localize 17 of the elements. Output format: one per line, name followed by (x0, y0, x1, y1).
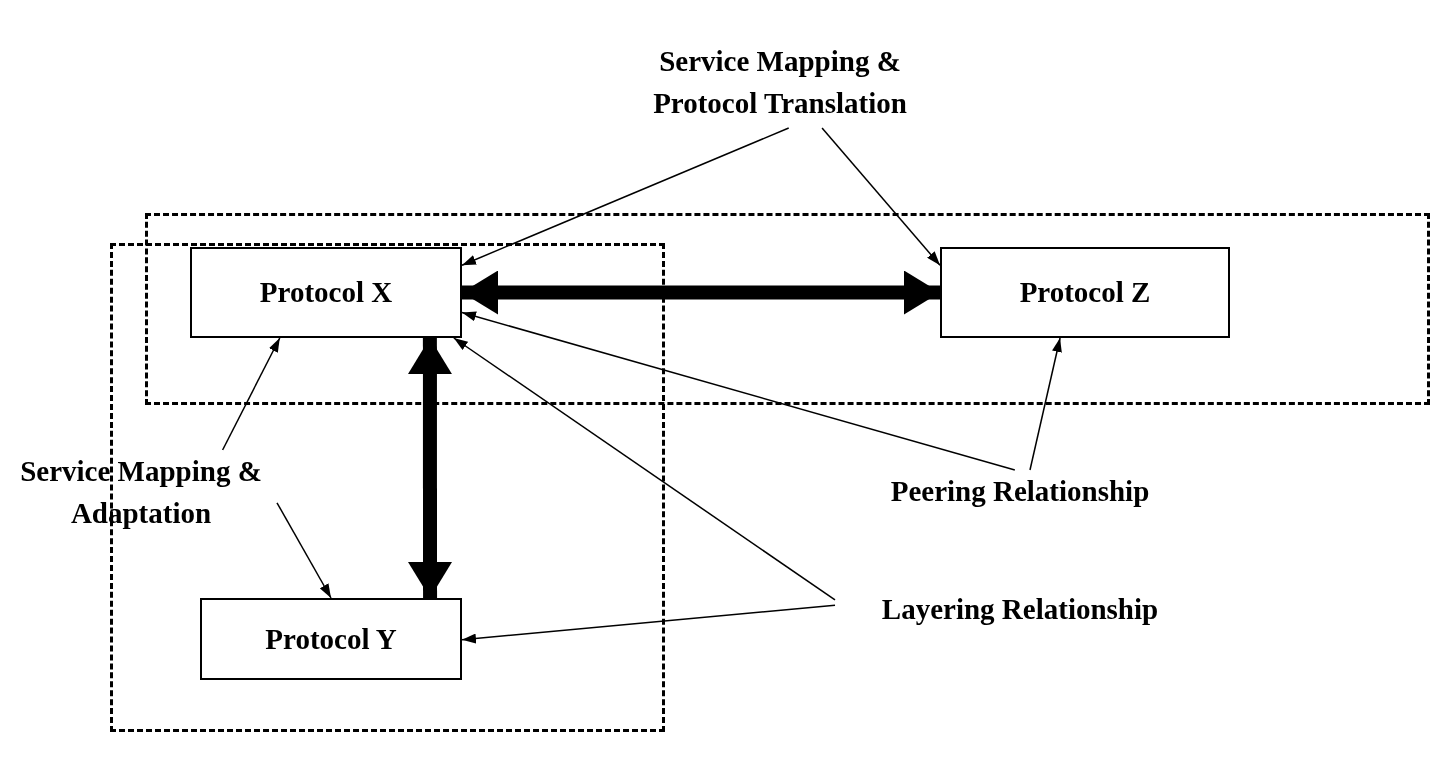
leader-arrow (453, 337, 836, 601)
leader-arrow (1029, 337, 1062, 471)
annotation-text: Service Mapping & Protocol Translation (635, 40, 925, 128)
double-arrow (462, 270, 940, 315)
protocol-box: Protocol X (190, 247, 462, 338)
double-arrow (407, 337, 452, 599)
leader-arrow (821, 127, 941, 266)
annotation-text: Service Mapping & Adaptation (5, 450, 277, 538)
annotation-text: Peering Relationship (835, 470, 1205, 514)
leader-arrow (221, 337, 281, 451)
protocol-box: Protocol Y (200, 598, 462, 680)
leader-arrow (461, 127, 790, 266)
annotation-text: Layering Relationship (835, 588, 1205, 632)
protocol-box: Protocol Z (940, 247, 1230, 338)
leader-arrow (461, 311, 1016, 471)
leader-arrow (276, 502, 332, 599)
leader-arrow (461, 604, 836, 644)
